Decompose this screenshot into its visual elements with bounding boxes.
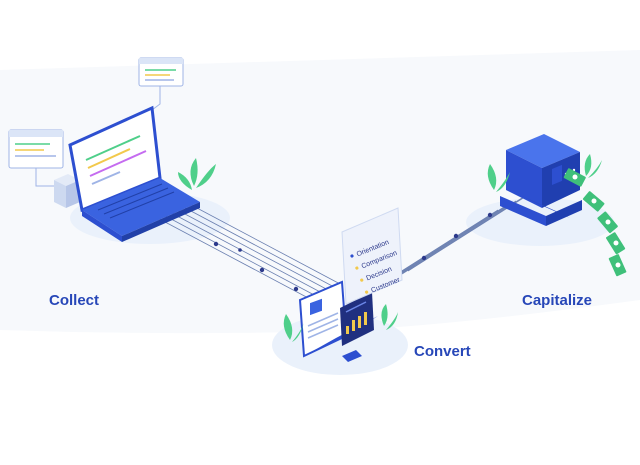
banknote-icon xyxy=(582,191,605,212)
banknote-icon xyxy=(605,232,626,255)
banknote-icon xyxy=(563,168,586,187)
plant-icon xyxy=(283,304,398,342)
tablet-icon xyxy=(342,350,362,362)
collect-connection-dots xyxy=(213,241,299,292)
browser-window-icon xyxy=(8,129,64,187)
capitalize-label: Capitalize xyxy=(522,292,593,309)
collect-connection-lines xyxy=(149,198,343,301)
server-icon xyxy=(54,174,80,208)
laptop-icon xyxy=(68,105,200,242)
chart-screen-icon xyxy=(340,292,374,346)
banknote-icon xyxy=(597,211,618,234)
capitalize-connection-dots xyxy=(421,212,493,261)
banknote-icon xyxy=(608,254,627,277)
cash-machine-icon xyxy=(500,134,582,226)
collect-label: Collect xyxy=(49,292,100,309)
convert-label: Convert xyxy=(414,343,471,360)
plant-icon xyxy=(178,158,216,190)
plant-icon xyxy=(487,154,602,192)
background-band xyxy=(0,50,640,334)
browser-window-icon xyxy=(138,57,184,111)
